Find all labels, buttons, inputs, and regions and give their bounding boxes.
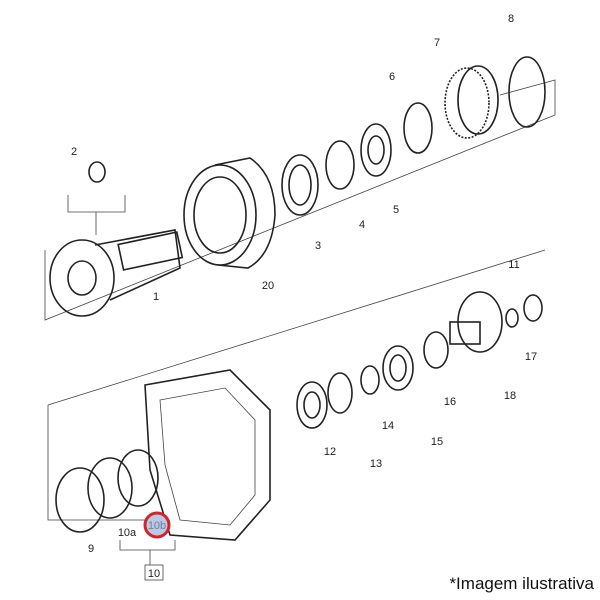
label-1: 1 [153, 291, 159, 303]
label-18: 18 [504, 390, 516, 402]
part-8-snap-ring [508, 56, 546, 128]
label-14: 14 [382, 420, 394, 432]
label-15: 15 [431, 436, 443, 448]
label-10: 10 [148, 568, 160, 580]
part-housing [144, 369, 271, 541]
part-9-ring [55, 467, 105, 533]
part-11-washer [523, 294, 543, 322]
illustrative-image-caption: *Imagem ilustrativa [449, 574, 594, 593]
label-9: 9 [88, 543, 94, 555]
part-4-snap-ring [325, 140, 355, 190]
part-7-sleeve [444, 65, 499, 139]
part-3-synchro-ring [281, 154, 319, 216]
label-17: 17 [525, 351, 537, 363]
label-13: 13 [370, 458, 382, 470]
part-16-seal [423, 331, 449, 369]
label-2: 2 [71, 146, 77, 158]
part-14-bushing [360, 365, 380, 395]
label-8: 8 [508, 13, 514, 25]
label-7: 7 [434, 37, 440, 49]
label-6: 6 [389, 71, 395, 83]
assembly-frames [44, 79, 556, 521]
label-10a: 10a [118, 527, 137, 539]
part-labels: 8 7 6 2 5 4 3 1 20 11 17 18 16 15 14 13 … [71, 13, 537, 580]
part-13-snap-ring [327, 372, 353, 414]
part-6-snap-ring [403, 102, 433, 154]
part-5-hub [360, 123, 392, 177]
part-10a-ring [87, 457, 133, 519]
label-20: 20 [262, 280, 274, 292]
label-3: 3 [315, 240, 321, 252]
part-18-output-flange [449, 291, 503, 353]
part-15-bearing [382, 345, 414, 391]
label-12: 12 [324, 446, 336, 458]
label-5: 5 [393, 204, 399, 216]
label-10b: 10b [148, 520, 166, 532]
part-1-flange-shaft [49, 229, 184, 317]
label-16: 16 [444, 396, 456, 408]
part-10-bracket [119, 540, 176, 581]
part-12-bearing [296, 381, 328, 429]
part-10b-ring [117, 449, 159, 507]
highlight-circle [143, 511, 171, 539]
part-20-ring-gear [183, 157, 276, 269]
label-4: 4 [359, 219, 365, 231]
part-17-nut [505, 308, 519, 328]
part-2-gear [67, 161, 126, 235]
label-11: 11 [508, 259, 519, 271]
